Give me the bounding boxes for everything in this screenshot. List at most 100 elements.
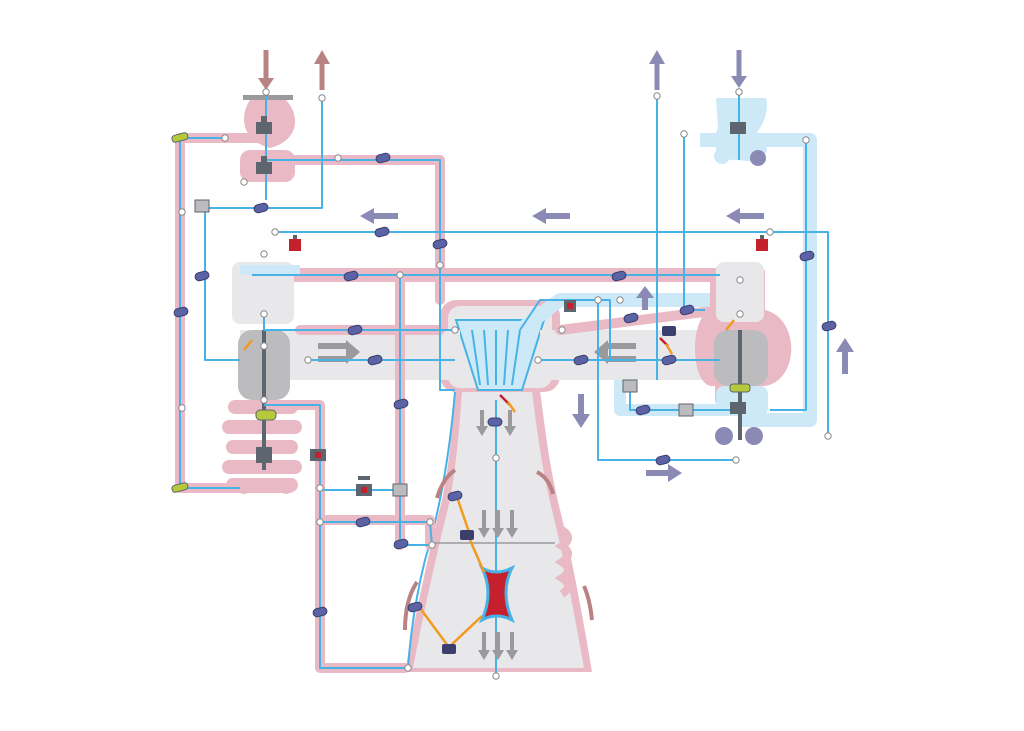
flow-arrow-icon bbox=[532, 208, 570, 224]
node-icon bbox=[304, 356, 312, 364]
node-icon bbox=[271, 228, 279, 236]
flow-arrow-icon bbox=[726, 208, 764, 224]
valves bbox=[194, 116, 768, 497]
nozzle-skirt-bumps bbox=[554, 526, 572, 598]
bypass-icon bbox=[171, 132, 189, 143]
valve-icon bbox=[564, 300, 576, 312]
line-ox-loop bbox=[683, 134, 705, 311]
actuator-icon bbox=[573, 354, 589, 366]
ox-turbopump-node-right bbox=[745, 427, 763, 445]
throat-section bbox=[418, 326, 676, 654]
fuel-duct-lower-inner bbox=[315, 515, 435, 550]
ox-inlet-node-right bbox=[750, 150, 766, 166]
sensor-icon bbox=[442, 644, 456, 654]
node-icon bbox=[178, 208, 186, 216]
valve-icon bbox=[256, 447, 272, 463]
node-icon bbox=[653, 92, 661, 100]
node-icon bbox=[262, 88, 270, 96]
junction-nodes bbox=[178, 88, 832, 680]
oxidizer-turbopump bbox=[695, 262, 792, 445]
flow-arrow-icon bbox=[478, 510, 490, 538]
flow-arrow-icon bbox=[492, 510, 504, 538]
node-icon bbox=[318, 94, 326, 102]
node-icon bbox=[240, 178, 248, 186]
node-icon bbox=[396, 271, 404, 279]
node-icon bbox=[492, 672, 500, 680]
node-icon bbox=[260, 342, 268, 350]
node-icon bbox=[316, 484, 324, 492]
actuator-icon bbox=[355, 516, 371, 528]
right-gray-arrow bbox=[608, 343, 636, 349]
flow-arrow-icon bbox=[572, 394, 590, 428]
actuator-icon bbox=[432, 238, 448, 250]
flow-arrow-icon bbox=[360, 208, 398, 224]
actuator-icon bbox=[194, 270, 210, 282]
valve-icon bbox=[256, 116, 272, 134]
actuator-icon bbox=[821, 320, 837, 332]
fuel-turbopump-node bbox=[237, 480, 251, 494]
nozzle-flow-arrow-lower-right bbox=[582, 585, 594, 621]
nozzle-flow-arrow-lower-left bbox=[403, 580, 419, 631]
node-icon bbox=[735, 88, 743, 96]
node-icon bbox=[492, 454, 500, 462]
node-icon bbox=[260, 250, 268, 258]
node-icon bbox=[404, 664, 412, 672]
node-icon bbox=[802, 136, 810, 144]
valve-icon bbox=[730, 122, 746, 134]
actuator-icon bbox=[367, 354, 383, 366]
actuator-icon bbox=[635, 404, 651, 416]
node-icon bbox=[534, 356, 542, 364]
actuator-icon bbox=[661, 354, 677, 366]
flow-arrow-icon bbox=[646, 464, 682, 482]
node-icon bbox=[594, 296, 602, 304]
node-icon bbox=[178, 404, 186, 412]
actuator-icon bbox=[312, 606, 328, 618]
node-icon bbox=[260, 396, 268, 404]
valve-icon bbox=[256, 156, 272, 174]
actuator-icon bbox=[447, 490, 463, 502]
nozzle-flow-arrow-right bbox=[536, 470, 555, 495]
flow-arrow-icon bbox=[636, 286, 654, 310]
actuator-icon bbox=[173, 306, 189, 318]
nozzle-flow-arrow-left bbox=[435, 468, 457, 499]
fuel-outlet-arrow-head bbox=[314, 50, 330, 64]
nozzle-gray-arrows bbox=[476, 410, 518, 660]
fuel-inlet-flange bbox=[243, 95, 293, 100]
ox-outlet-arrow-head bbox=[649, 50, 665, 64]
actuator-icon bbox=[799, 250, 815, 262]
line-top-crossover bbox=[275, 231, 829, 436]
valve-icon bbox=[289, 235, 301, 251]
actuator-icon bbox=[253, 202, 269, 214]
actuator-icon bbox=[655, 454, 671, 466]
bypass-icon bbox=[171, 482, 189, 493]
signal-marks bbox=[243, 319, 735, 413]
valve-icon bbox=[310, 449, 326, 461]
actuator-icon bbox=[393, 398, 409, 410]
actuator-icon bbox=[611, 270, 627, 282]
valve-icon bbox=[730, 402, 746, 414]
flow-arrow-icon bbox=[476, 410, 488, 436]
flow-arrow-icon bbox=[504, 410, 516, 436]
actuators bbox=[173, 152, 837, 618]
bypass-icon bbox=[729, 383, 751, 393]
line-ox-right bbox=[770, 140, 807, 411]
signal-lines bbox=[418, 499, 486, 649]
flow-arrow-icon bbox=[836, 338, 854, 374]
node-icon bbox=[428, 541, 436, 549]
actuator-icon bbox=[623, 312, 639, 324]
node-icon bbox=[766, 228, 774, 236]
valve-icon bbox=[356, 476, 372, 496]
actuator-icon bbox=[374, 226, 390, 238]
bypass-icon bbox=[255, 409, 277, 421]
fuel-inlet-arrow-head bbox=[258, 78, 274, 90]
fuel-turbopump-node-2 bbox=[279, 480, 293, 494]
ox-inlet-arrow-head bbox=[731, 76, 747, 88]
node-icon bbox=[732, 456, 740, 464]
throat-icon bbox=[478, 564, 516, 624]
actuator-icon bbox=[393, 538, 409, 550]
flow-arrow-icon bbox=[478, 632, 490, 660]
flow-arrow-icon bbox=[506, 632, 518, 660]
node-icon bbox=[616, 296, 624, 304]
